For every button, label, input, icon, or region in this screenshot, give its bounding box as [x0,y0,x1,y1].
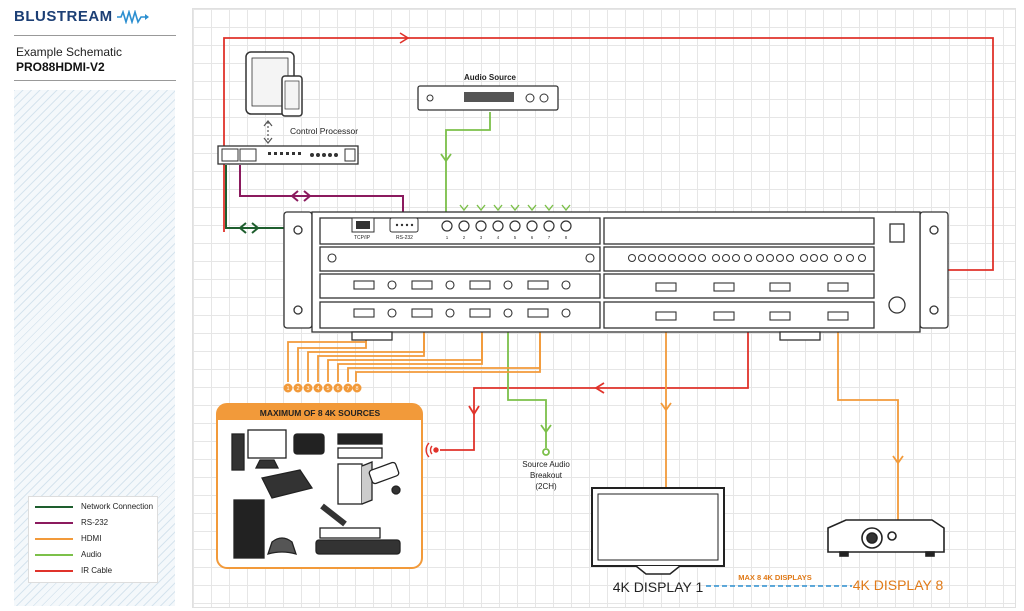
display-1-label: 4K DISPLAY 1 [613,579,704,595]
legend-item-rs232: RS-232 [35,518,108,530]
rs232-connection [239,165,404,222]
wireless-link-icon [263,120,273,144]
output-audio-jacks [628,254,866,262]
legend-label: Network Connection [81,502,154,511]
input-number: 1 [446,235,449,240]
legend-item-network: Network Connection [35,502,153,514]
source-number: 2 [296,386,299,392]
hdmi-input-ports [327,253,595,318]
legend-item-ir: IR Cable [35,566,112,578]
bluray-player-icon [315,527,401,555]
control-processor-label: Control Processor [290,126,358,136]
source-number: 5 [326,386,329,392]
rs232-port-label: RS-232 [396,235,413,241]
hdmi-output-ports [655,282,849,321]
hdmi-output-lines [660,326,904,520]
source-number: 8 [355,386,358,392]
display-8-projector-icon [827,519,945,557]
rs232-port [389,217,419,233]
ps4-icon [233,499,265,559]
audio-source-label: Audio Source [464,73,517,82]
input-number: 8 [565,235,568,240]
xbox-icon [337,461,373,505]
legend-label: RS-232 [81,518,109,527]
tcp-ip-label: TCP/IP [354,235,371,241]
source-number-markers [283,383,362,393]
legend-swatch [35,537,73,540]
console-icon [261,469,314,499]
legend-label: IR Cable [81,566,113,575]
legend-swatch [35,505,73,508]
input-number: 6 [531,235,534,240]
source-number: 3 [306,386,309,392]
phone-icon [281,75,303,117]
legend-label: Audio [81,550,102,559]
legend-label: HDMI [81,534,102,543]
audio-breakout-line [507,318,552,456]
brand-logo: BLUSTREAM [14,8,150,25]
audio-source-unit [417,85,559,111]
source-devices [231,429,401,559]
source-number: 6 [336,386,339,392]
audio-input-jacks [441,220,572,232]
legend-swatch [35,569,73,572]
display-1-tv-icon [591,487,725,575]
source-number: 7 [346,386,349,392]
source-number: 1 [286,386,289,392]
source-numbers: 1 2 3 4 5 6 7 8 [286,386,358,392]
input-number: 5 [514,235,517,240]
input-number: 2 [463,235,466,240]
controller-icon [266,537,298,555]
breakout-label: Source Audio Breakout (2CH) [522,460,570,491]
legend-item-audio: Audio [35,550,101,562]
control-processor-unit [217,145,359,165]
input-number: 4 [497,235,500,240]
legend-swatch [35,553,73,556]
remote-icon [320,503,347,527]
divider [14,80,176,81]
breakout-text: Breakout [530,471,563,480]
audio-input-arrows [459,204,571,212]
pc-monitor-icon [231,429,287,471]
ir-emitter-icon [425,442,439,458]
display-8-label: 4K DISPLAY 8 [853,577,944,593]
camera-icon [368,461,401,495]
audio-source-line [440,112,491,222]
input-number: 3 [480,235,483,240]
divider [14,35,176,36]
brand-logo-text: BLUSTREAM [14,8,113,25]
logo-wave-icon [117,10,150,25]
source-audio-label: Source Audio [522,460,570,469]
ir-cable-sources [440,257,749,451]
breakout-channel: (2CH) [535,482,557,491]
matrix-chassis [283,211,949,341]
legend-item-hdmi: HDMI [35,534,101,546]
source-number: 4 [316,386,319,392]
model-name: PRO88HDMI-V2 [16,60,105,74]
apple-tv-icon [293,433,325,455]
tcp-ip-port [351,217,375,233]
sidebar: BLUSTREAM Example Schematic PRO88HDMI-V2… [0,0,185,611]
audio-input-numbers: 1 2 3 4 5 6 7 8 [446,235,568,240]
max-displays-label: MAX 8 4K DISPLAYS [738,573,812,582]
set-top-box-icon [337,433,383,459]
legend-swatch [35,521,73,524]
sources-title: MAXIMUM OF 8 4K SOURCES [260,408,381,418]
input-number: 7 [548,235,551,240]
legend: Network Connection RS-232 HDMI Audio IR … [28,496,158,583]
schematic-label: Example Schematic [16,45,123,59]
